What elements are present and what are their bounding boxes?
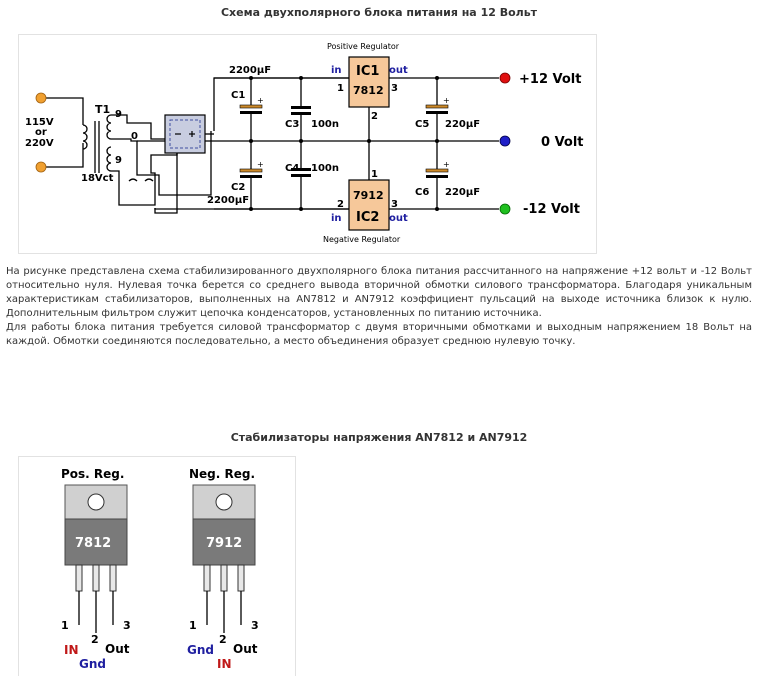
pos-gnd-label: Gnd [79,657,106,671]
section-title-regulators: Стабилизаторы напряжения AN7812 и AN7912 [230,431,528,444]
winding-mid: 0 [131,131,138,142]
out-neg-label: -12 Volt [523,202,580,217]
positive-regulator-label: Positive Regulator [327,42,400,51]
ic2-out-label: out [389,213,408,224]
ic1-regulator [348,56,390,108]
pos-reg-title: Pos. Reg. [61,467,124,481]
c5-label: C5 [415,119,429,130]
output-terminal-pos [499,72,511,84]
c1-value: 2200µF [229,65,271,76]
c1-label: C1 [231,90,245,101]
out-zero-label: 0 Volt [541,135,584,150]
ic2-in-label: in [331,213,342,224]
input-or: or [35,127,47,138]
ic2-pin3: 3 [391,199,398,210]
capacitor-c6 [425,168,449,178]
ic1-out-label: out [389,65,408,76]
neg-in-label: IN [217,657,232,671]
ic1-label: IC1 [356,64,379,79]
c6-value: 220µF [445,187,480,198]
negative-regulator-label: Negative Regulator [323,235,401,244]
c6-label: C6 [415,187,429,198]
ic2-label: IC2 [356,210,379,225]
pos-pin2: 2 [91,633,99,646]
winding-bot: 9 [115,155,122,166]
input-voltage-1: 115V [25,117,54,128]
pos-pin1: 1 [61,619,69,632]
ic2-pin2: 2 [337,199,344,210]
output-terminal-neg [499,203,511,215]
description-paragraph-2: Для работы блока питания требуется силов… [6,322,752,347]
ic1-in-label: in [331,65,342,76]
bridge-rectifier [164,114,214,154]
pos-in-label: IN [64,643,79,657]
capacitor-c5 [425,104,449,114]
input-terminal-bottom [35,161,47,173]
input-voltage-2: 220V [25,138,54,149]
t1-label: T1 [95,103,110,116]
pos-pin3: 3 [123,619,131,632]
c5-plus: + [443,96,450,105]
neg-reg-title: Neg. Reg. [189,467,255,481]
neg-regulator-package [192,484,256,633]
ic1-pin3: 3 [391,83,398,94]
pos-out-label: Out [105,642,130,656]
capacitor-c2 [239,168,263,178]
c2-value: 2200µF [207,195,249,206]
winding-top: 9 [115,109,122,120]
neg-out-label: Out [233,642,258,656]
c5-value: 220µF [445,119,480,130]
ic1-pin2: 2 [371,111,378,122]
out-pos-label: +12 Volt [519,72,581,87]
c6-plus: + [443,160,450,169]
neg-gnd-label: Gnd [187,643,214,657]
transformer-vct: 18Vct [81,173,114,184]
schematic-diagram: + + + + IC1 7812 7912 IC2 Positive Regul… [25,42,584,244]
neg-pin3: 3 [251,619,259,632]
c2-label: C2 [231,182,245,193]
ic1-part: 7812 [353,84,384,97]
description: На рисунке представлена схема стабилизир… [6,265,752,349]
capacitor-c4 [291,168,311,177]
input-terminal-top [35,92,47,104]
c4-value: 100n [311,163,339,174]
neg-part-label: 7912 [206,536,242,551]
c3-value: 100n [311,119,339,130]
ic2-pin1: 1 [371,169,378,180]
ic1-pin1: 1 [337,83,344,94]
regulator-pinouts-diagram: Pos. Reg. Neg. Reg. 7812 7912 1 2 3 1 2 … [61,467,259,671]
page-title: Схема двухполярного блока питания на 12 … [220,6,538,19]
neg-pin2: 2 [219,633,227,646]
ic2-regulator [348,179,390,231]
capacitor-c1 [239,104,263,114]
neg-pin1: 1 [189,619,197,632]
c1-plus: + [257,96,264,105]
output-terminal-zero [499,135,511,147]
pos-regulator-package [64,484,128,633]
c2-plus: + [257,160,264,169]
pos-part-label: 7812 [75,536,111,551]
description-paragraph-1: На рисунке представлена схема стабилизир… [6,266,752,319]
c4-label: C4 [285,163,299,174]
c3-label: C3 [285,119,299,130]
ic2-part: 7912 [353,189,384,202]
schematic-panel: + + + + IC1 7812 7912 IC2 Positive Regul… [18,34,597,254]
regulator-pinouts-panel: Pos. Reg. Neg. Reg. 7812 7912 1 2 3 1 2 … [18,456,296,676]
capacitor-c3 [291,106,311,115]
